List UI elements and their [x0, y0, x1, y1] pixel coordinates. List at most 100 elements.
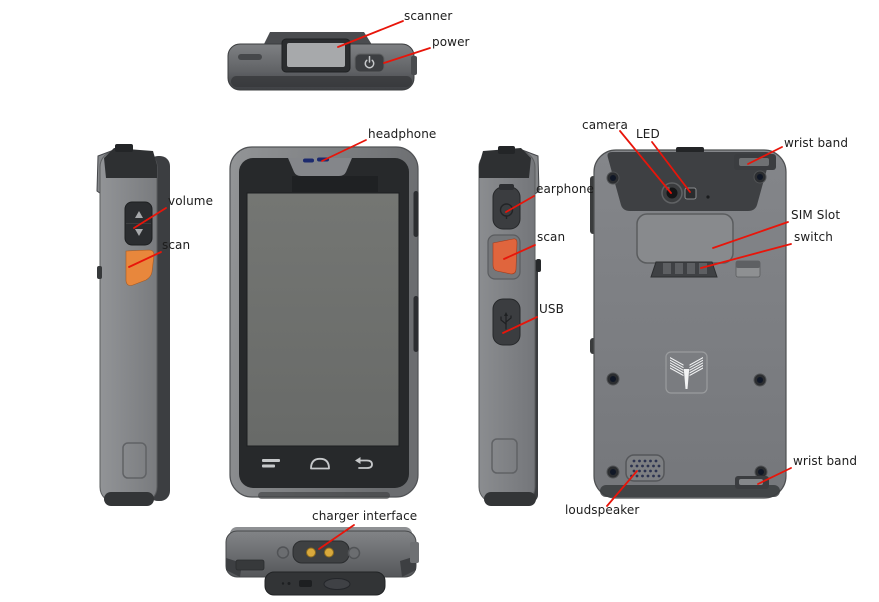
bottom-oval-detail — [323, 578, 351, 590]
label-camera: camera — [582, 118, 628, 132]
label-power: power — [432, 35, 470, 49]
leader-line-wrist-band-top — [747, 146, 783, 165]
left-side-view — [96, 144, 170, 506]
scan-button-right — [492, 238, 518, 275]
label-scanner: scanner — [404, 9, 453, 23]
leader-line-volume — [133, 207, 167, 229]
left-edge-nub — [97, 266, 102, 279]
mic-pinhole — [706, 195, 710, 199]
earpiece-notch — [288, 158, 352, 176]
wrist-band-slot-bottom-inner — [739, 479, 763, 485]
screw — [753, 373, 767, 387]
earphone-cover — [492, 186, 521, 230]
screen — [246, 192, 400, 447]
led-flash — [684, 187, 697, 200]
top-body-shadow — [231, 76, 412, 87]
label-earphone: earphone — [536, 182, 595, 196]
front-bottom-shadow — [258, 492, 390, 499]
leader-line-usb — [502, 316, 538, 334]
label-scan-left: scan — [162, 238, 191, 252]
leader-line-headphone — [321, 139, 367, 162]
right-scanner-cap — [479, 148, 531, 178]
usb-icon — [500, 312, 512, 330]
right-bottom-panel — [491, 438, 518, 474]
front-side-button-lower — [413, 296, 419, 352]
screw — [606, 465, 620, 479]
volume-down-icon — [135, 229, 143, 236]
label-sim-slot: SIM Slot — [791, 208, 841, 222]
left-bottom-panel — [122, 442, 147, 479]
label-headphone: headphone — [368, 127, 437, 141]
top-view — [227, 32, 417, 91]
leader-line-wrist-band-bottom — [757, 467, 792, 485]
sim-slot-cover — [636, 213, 734, 264]
right-foot — [484, 492, 536, 506]
bottom-screw-right — [347, 546, 361, 560]
nav-menu-icon — [262, 459, 280, 468]
battery-switch — [650, 261, 718, 278]
charger-pin-left — [306, 547, 316, 558]
back-bottom-shadow — [600, 485, 780, 497]
screw — [754, 465, 768, 479]
screw — [753, 170, 767, 184]
scanner-window — [287, 43, 345, 67]
loudspeaker-grille — [625, 454, 665, 482]
leader-line-scanner — [337, 20, 404, 48]
label-wrist-band-bottom: wrist band — [793, 454, 858, 468]
back-top-tab — [676, 147, 704, 153]
left-scanner-cap — [104, 148, 157, 178]
label-led: LED — [636, 127, 660, 141]
bottom-pinhole-2 — [281, 582, 285, 585]
top-right-edge — [411, 56, 417, 75]
left-foot — [104, 492, 154, 506]
leader-line-camera — [619, 130, 672, 194]
screw — [606, 372, 620, 386]
left-top-notch — [115, 144, 133, 152]
nav-back-icon — [355, 457, 373, 469]
bottom-left-slot — [235, 559, 265, 571]
power-icon — [364, 55, 375, 69]
leader-line-earphone — [505, 195, 535, 213]
volume-up-icon — [135, 211, 143, 218]
leader-line-loudspeaker — [606, 470, 638, 507]
leader-line-power — [383, 47, 431, 64]
bottom-pinhole-1 — [287, 582, 291, 585]
label-volume: volume — [168, 194, 214, 208]
top-side-slot — [238, 54, 262, 60]
leader-line-switch — [700, 243, 792, 269]
leader-lines — [128, 20, 792, 550]
leader-line-sim-slot — [712, 221, 789, 249]
back-small-latch — [735, 260, 761, 278]
bottom-right-tab — [410, 542, 419, 563]
front-view — [229, 146, 419, 499]
label-switch: switch — [794, 230, 833, 244]
bottom-usb-port — [299, 580, 312, 587]
front-top-sensor-area — [292, 176, 378, 192]
label-wrist-band-top: wrist band — [784, 136, 849, 150]
label-loudspeaker: loudspeaker — [565, 503, 640, 517]
bottom-screw-left — [276, 546, 290, 559]
charger-recess — [292, 540, 350, 564]
right-side-view — [478, 146, 541, 506]
front-side-button-upper — [413, 191, 419, 237]
leader-line-led — [651, 141, 691, 193]
brand-logo — [665, 351, 708, 394]
label-charger-interface: charger interface — [312, 509, 418, 523]
earphone-cover-tab — [499, 184, 514, 190]
back-screws — [606, 170, 768, 479]
bottom-view — [225, 527, 419, 596]
charger-pin-right — [324, 547, 334, 558]
leader-line-scan-right — [503, 244, 536, 260]
label-usb: USB — [539, 302, 564, 316]
earpiece-dash-left — [303, 158, 314, 163]
leader-line-charger-interface — [318, 524, 355, 550]
earphone-jack-icon — [499, 203, 514, 219]
right-edge-nub — [536, 259, 541, 272]
back-view — [590, 147, 787, 499]
right-top-notch — [498, 146, 515, 154]
screw — [606, 171, 620, 185]
leader-line-scan-left — [128, 251, 162, 268]
label-scan-right: scan — [537, 230, 566, 244]
